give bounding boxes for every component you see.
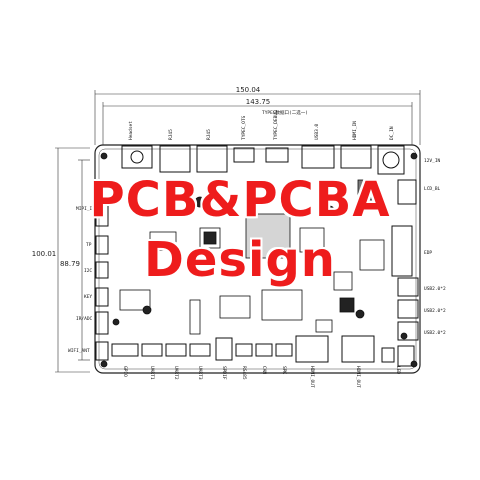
dim-height-outer: 100.01 xyxy=(32,250,57,258)
label-usb2-3: USB2.0*2 xyxy=(424,330,446,336)
components xyxy=(100,152,418,368)
label-uart3: UART3 xyxy=(197,366,203,380)
label-rs485: RS485 xyxy=(241,366,247,380)
label-spk: SPK xyxy=(281,366,287,374)
label-i2c: I2C xyxy=(84,268,92,274)
label-usb3: USB3.0 xyxy=(314,123,320,140)
label-typec-otg: TYPEC_OTG xyxy=(241,115,247,140)
label-edp: EDP xyxy=(424,250,432,256)
label-typec-note: TYPEC数据口(二选一) xyxy=(262,109,308,116)
label-hdmi-out-2: HDMI_OUT xyxy=(355,366,361,388)
label-12v-in: 12V_IN xyxy=(424,158,441,164)
label-key: KEY xyxy=(84,294,92,300)
title-line-1: PCB&PCBA xyxy=(89,172,391,228)
label-uart1: UART1 xyxy=(149,366,155,380)
label-dc-in: DC_IN xyxy=(389,126,395,140)
width-dimension xyxy=(55,90,421,373)
label-headset: Headset xyxy=(128,121,134,140)
dim-width-outer: 150.04 xyxy=(236,86,261,94)
label-hdmi-out-1: HDMI_OUT xyxy=(309,366,315,388)
label-usb2-1: USB2.0*2 xyxy=(424,286,446,292)
label-gpio: GPIO xyxy=(122,366,128,377)
label-lcd-bl: LCD_BL xyxy=(424,186,441,192)
label-mipi: MIPI_I xyxy=(76,206,93,212)
label-can: CAN xyxy=(261,366,267,374)
label-led: LED xyxy=(395,366,401,374)
dim-height-inner: 88.79 xyxy=(60,260,80,268)
label-uart2: UART2 xyxy=(173,366,179,380)
dim-width-inner: 143.75 xyxy=(246,98,271,106)
right-labels: 12V_IN LCD_BL EDP USB2.0*2 USB2.0*2 USB2… xyxy=(424,158,446,336)
label-spdif: SPDIF xyxy=(221,366,227,380)
label-rj45-1: RJ45 xyxy=(168,129,174,140)
label-tp: TP xyxy=(86,242,92,248)
label-rj45-2: RJ45 xyxy=(206,129,212,140)
label-hdmi-in: HDMI_IN xyxy=(352,121,358,140)
top-connectors xyxy=(121,145,405,175)
right-connectors xyxy=(391,179,419,367)
board-outline xyxy=(94,144,421,374)
label-wifi-ant: WIFI_ANT xyxy=(68,348,90,354)
left-labels: MIPI_I TP I2C KEY IR/ADC WIFI_ANT xyxy=(68,206,93,354)
left-connectors xyxy=(95,195,109,361)
top-labels: Headset RJ45 RJ45 TYPEC_OTG TYPEC_DEBUG … xyxy=(128,109,395,140)
label-typec-debug: TYPEC_DEBUG xyxy=(273,110,279,140)
bottom-labels: GPIO UART1 UART2 UART3 SPDIF RS485 CAN S… xyxy=(122,366,401,388)
label-ir-adc: IR/ADC xyxy=(76,316,93,322)
board-inner-outline xyxy=(98,148,417,370)
label-usb2-2: USB2.0*2 xyxy=(424,308,446,314)
bottom-connectors xyxy=(111,335,395,363)
title-line-2: Design xyxy=(144,232,336,288)
